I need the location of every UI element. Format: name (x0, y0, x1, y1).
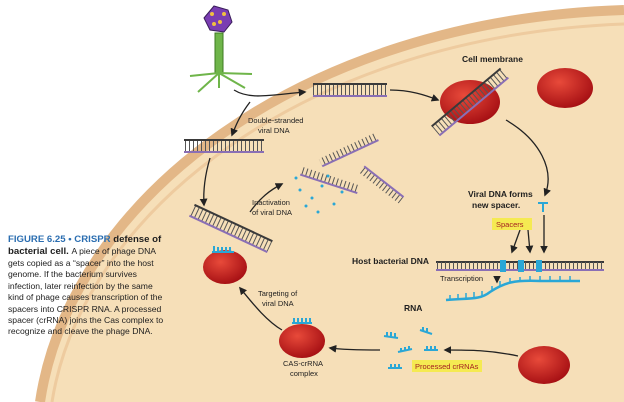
cas-complex-targeting (188, 203, 273, 284)
arrow-cas-to-spacer (505, 119, 551, 197)
double-stranded-label-1: Double-stranded (248, 116, 303, 125)
fragmented-dna (294, 132, 405, 214)
spacers-label: Spacers (496, 220, 524, 229)
arrow-inactivation (249, 183, 284, 213)
arrow-targeting (239, 286, 283, 331)
processed-crrnas-label: Processed crRNAs (415, 362, 479, 371)
arrow-dna-to-cas (389, 89, 440, 102)
figure-title-colored: CRISPR (74, 234, 111, 245)
cell-membrane-label: Cell membrane (462, 54, 523, 64)
arrow-left-dna-down (199, 157, 211, 207)
cas-protein-top (537, 68, 593, 108)
inactivation-label-1: Inactivation (252, 198, 290, 207)
arrow-cas-bottom-to-crrna (443, 346, 519, 357)
figure-bullet: • (68, 234, 72, 245)
arrow-crrna-to-cas (328, 344, 381, 353)
arrow-top-to-left-dna (230, 101, 251, 137)
cas-complex-label-1: CAS-crRNA (283, 359, 323, 368)
new-spacer-icon (538, 202, 548, 212)
arrow-spacers-right (525, 229, 534, 254)
double-stranded-label-2: viral DNA (258, 126, 290, 135)
cas-complex-label-2: complex (290, 369, 318, 378)
cas-protein-bottom (518, 346, 570, 384)
cas-binding-viral-dna (431, 67, 509, 137)
targeting-label-1: Targeting of (258, 289, 298, 298)
viral-dna-top (313, 83, 387, 97)
arrow-spacers-left (510, 229, 521, 254)
targeting-label-2: viral DNA (262, 299, 294, 308)
processed-crrnas-highlight (412, 360, 482, 372)
phage-icon (189, 5, 253, 93)
inactivation-label-2: of viral DNA (252, 208, 292, 217)
spacers-highlight (492, 218, 532, 230)
transcription-label: Transcription (440, 274, 483, 283)
figure-number: FIGURE 6.25 (8, 234, 66, 245)
host-dna-label: Host bacterial DNA (352, 256, 429, 266)
figure-body: A piece of phage DNA gets copied as a “s… (8, 246, 164, 337)
rna-strand (445, 279, 580, 302)
figure-title-rest: defense of bacterial cell. (8, 234, 162, 257)
viral-dna-forms-label-1: Viral DNA forms (468, 189, 533, 199)
rna-label: RNA (404, 303, 422, 313)
cell-membrane (35, 5, 624, 402)
viral-dna-forms-label-2: new spacer. (472, 200, 520, 210)
arrow-phage-to-dna (233, 88, 307, 97)
cas-crrna-complex (279, 318, 325, 358)
figure-caption: FIGURE 6.25 • CRISPR defense of bacteria… (8, 234, 166, 338)
processed-crrna-fragments (383, 327, 438, 369)
viral-dna-left (184, 139, 264, 153)
host-bacterial-dna (436, 260, 604, 272)
